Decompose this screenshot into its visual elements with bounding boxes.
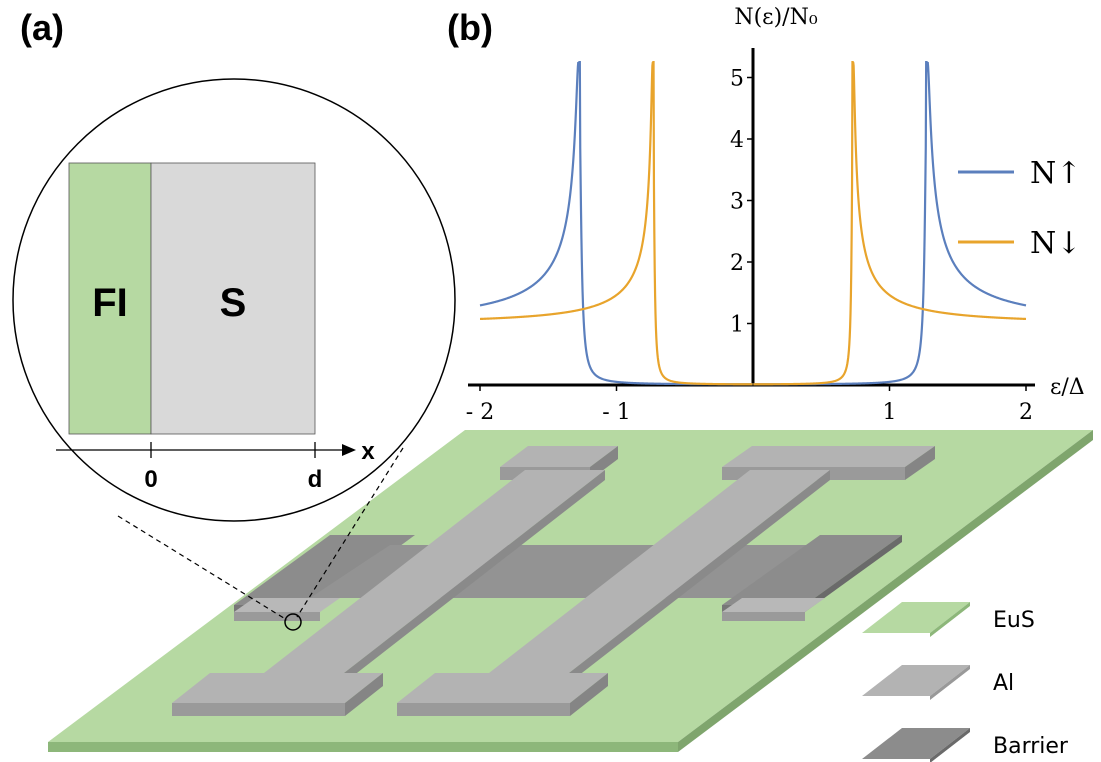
y-ticks: 1 2 3 4 5 <box>730 67 753 338</box>
al-bar-left-body-side <box>335 470 605 690</box>
zoom-dash-right <box>296 447 404 618</box>
material-swatch-edge <box>930 665 970 700</box>
material-swatch-edge <box>930 728 970 762</box>
dos-curves <box>479 61 1027 386</box>
material-swatch <box>862 602 970 633</box>
substrate-front <box>48 742 678 752</box>
al-right-lower-top <box>722 598 825 612</box>
x-ticks: - 2 - 1 1 2 <box>466 385 1033 425</box>
x-tick-label: - 1 <box>602 400 630 425</box>
substrate-side <box>678 430 1093 752</box>
al-bar-left-bottom-pad <box>172 673 383 703</box>
tick-d-label: d <box>308 466 323 493</box>
al-bar-left-body <box>255 470 605 680</box>
chart-y-label: N(ε)/N₀ <box>734 5 817 30</box>
material-label: Al <box>993 671 1014 696</box>
barrier-right-pad-side <box>805 535 902 612</box>
al-bar-right-bottom-pad <box>397 673 608 703</box>
x-tick-label: - 2 <box>466 400 494 425</box>
y-tick-label: 3 <box>730 190 744 215</box>
y-tick-label: 4 <box>730 128 744 153</box>
fi-region <box>68 162 152 435</box>
chart-legend: N↑ N↓ <box>958 156 1081 261</box>
s-region <box>150 162 316 435</box>
x-axis-arrow-icon <box>342 444 356 456</box>
al-left-lower-front <box>234 612 320 621</box>
al-lower-electrodes <box>234 598 825 621</box>
al-bar-left-bottom-pad-front <box>172 703 345 716</box>
series-line <box>479 61 753 386</box>
s-label: S <box>220 281 247 325</box>
dos-chart: - 2 - 1 1 2 1 2 3 4 5 N(ε)/N₀ ε/Δ N↑ N↓ <box>466 5 1085 425</box>
barrier-right-pad <box>722 535 902 605</box>
barrier-left-pad <box>234 535 415 605</box>
x-tick-label: 2 <box>1019 400 1033 425</box>
material-swatch-edge <box>930 602 970 637</box>
y-tick-label: 1 <box>730 313 744 338</box>
material-label: Barrier <box>993 734 1069 759</box>
panel-b-label: (b) <box>447 7 493 48</box>
al-bar-left-bottom-pad-side <box>345 673 383 716</box>
al-bar-right-top-pad-side <box>905 446 935 480</box>
series-line <box>753 61 1027 386</box>
legend-label: N↓ <box>1030 226 1081 261</box>
al-bar-right-body <box>480 470 830 680</box>
al-bar-right-bottom-pad-front <box>397 703 570 716</box>
chart-x-label: ε/Δ <box>1050 375 1085 400</box>
zoom-dash-left <box>117 515 288 621</box>
material-swatch <box>862 665 970 696</box>
al-bar-right-bottom-pad-side <box>570 673 608 716</box>
legend-label: N↑ <box>1030 156 1081 191</box>
fi-label: FI <box>92 281 128 325</box>
series-line <box>479 61 753 386</box>
al-left-lower-top <box>234 598 340 612</box>
tick-zero-label: 0 <box>144 466 157 493</box>
x-axis-label: x <box>361 438 375 465</box>
al-right-lower-front <box>722 612 805 621</box>
al-bar-right-body-side <box>560 470 830 690</box>
al-bar-left <box>172 446 618 716</box>
y-tick-label: 2 <box>730 251 744 276</box>
panel-a-label: (a) <box>20 7 64 48</box>
material-label: EuS <box>993 608 1035 633</box>
series-line <box>753 61 1027 386</box>
material-swatch <box>862 728 970 759</box>
al-bar-left-top-pad <box>500 446 618 467</box>
y-tick-label: 5 <box>730 67 744 92</box>
inset-circle: FI S x 0 d <box>12 78 456 522</box>
x-tick-label: 1 <box>883 400 897 425</box>
al-bar-right <box>397 446 935 716</box>
zoom-marker-circle <box>284 613 302 631</box>
al-bar-right-top-pad <box>722 446 935 467</box>
